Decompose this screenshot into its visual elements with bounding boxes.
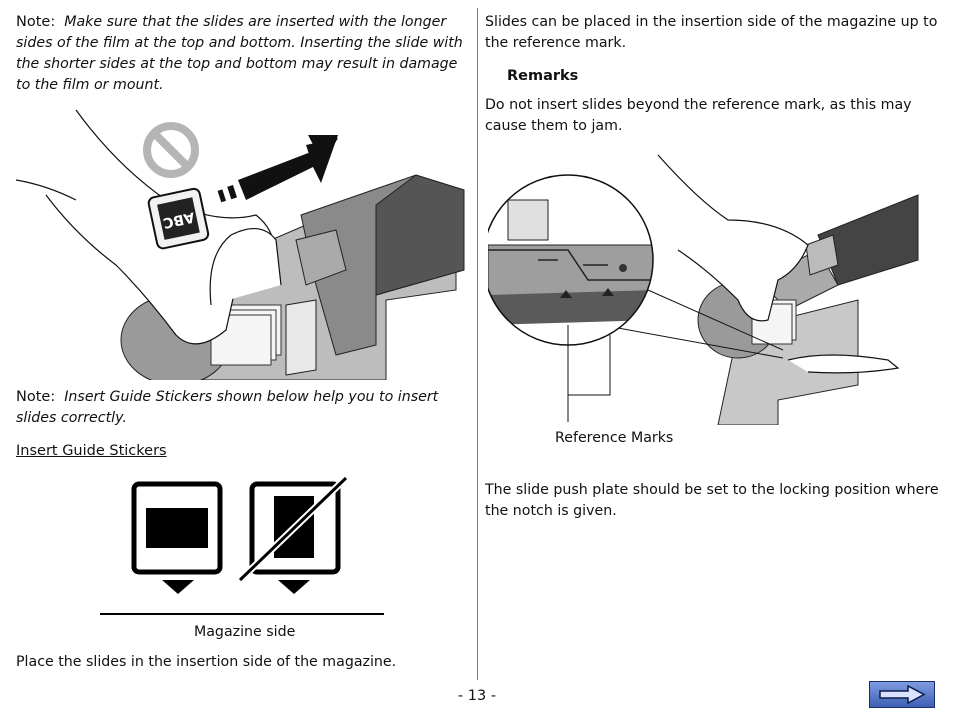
guide-stickers-illustration	[100, 476, 384, 615]
note-1-text: Make sure that the slides are inserted w…	[16, 14, 463, 93]
note-1-label: Note:	[16, 14, 56, 30]
note-2-label: Note:	[16, 389, 56, 405]
push-plate-paragraph: The slide push plate should be set to th…	[485, 482, 939, 519]
reference-mark-paragraph: Slides can be placed in the insertion si…	[485, 14, 938, 51]
reference-marks-illustration	[488, 154, 919, 425]
note-1: Note: Make sure that the slides are inse…	[16, 12, 466, 96]
insert-guide-heading-block: Insert Guide Stickers	[16, 441, 167, 462]
slide-label: ABC	[161, 208, 195, 230]
note-2: Note: Insert Guide Stickers shown below …	[16, 387, 466, 429]
remarks-heading: Remarks	[507, 68, 579, 84]
push-plate-block: The slide push plate should be set to th…	[485, 480, 940, 522]
column-divider	[477, 8, 478, 680]
place-slides-text: Place the slides in the insertion side o…	[16, 654, 397, 670]
bottom-text-block: Place the slides in the insertion side o…	[16, 652, 466, 673]
direction-arrow-icon	[217, 135, 338, 203]
magazine-side-label: Magazine side	[194, 624, 296, 640]
page-number: - 13 -	[457, 688, 497, 704]
incorrect-sticker	[237, 476, 349, 594]
next-arrow-icon	[879, 684, 926, 705]
left-column: Note: Make sure that the slides are inse…	[16, 12, 466, 96]
right-column: Slides can be placed in the insertion si…	[485, 12, 940, 137]
correct-sticker	[131, 481, 223, 594]
prohibited-icon	[143, 122, 199, 178]
note-2-block: Note: Insert Guide Stickers shown below …	[16, 387, 466, 429]
remarks-text: Do not insert slides beyond the referenc…	[485, 97, 912, 134]
slide-insertion-illustration: ABC	[16, 109, 465, 380]
next-page-button[interactable]	[869, 681, 935, 708]
note-2-text: Insert Guide Stickers shown below help y…	[16, 389, 439, 426]
insert-guide-heading: Insert Guide Stickers	[16, 443, 167, 459]
reference-marks-label: Reference Marks	[555, 430, 674, 446]
